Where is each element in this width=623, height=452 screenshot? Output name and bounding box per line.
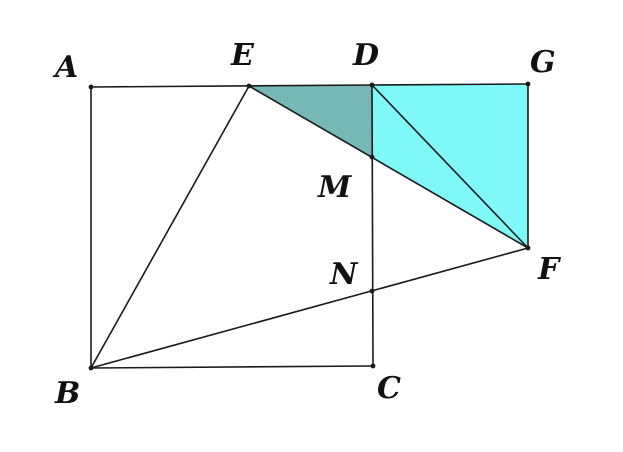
segment-be	[90, 85, 250, 369]
label-b: B	[54, 376, 80, 411]
label-n: N	[329, 257, 359, 292]
segment-bf	[90, 247, 529, 369]
segment-ef	[248, 85, 529, 249]
segment-dg	[371, 83, 529, 86]
label-e: E	[230, 38, 255, 73]
point-c-dot	[370, 363, 376, 369]
label-g: G	[530, 45, 556, 80]
point-f-dot	[525, 245, 531, 251]
segment-cd	[371, 84, 374, 367]
segment-df	[371, 84, 529, 249]
label-m: M	[317, 170, 352, 205]
label-f: F	[537, 252, 562, 287]
point-a-dot	[88, 84, 94, 90]
segment-ad	[90, 84, 373, 88]
point-d-dot	[369, 82, 375, 88]
point-b-dot	[88, 365, 94, 371]
point-e-dot	[246, 83, 252, 89]
point-m-dot	[369, 154, 375, 160]
point-g-dot	[525, 81, 531, 87]
label-c: C	[377, 371, 401, 406]
label-d: D	[352, 38, 379, 73]
label-a: A	[52, 50, 78, 85]
segment-bc	[90, 365, 374, 369]
point-n-dot	[369, 288, 375, 294]
